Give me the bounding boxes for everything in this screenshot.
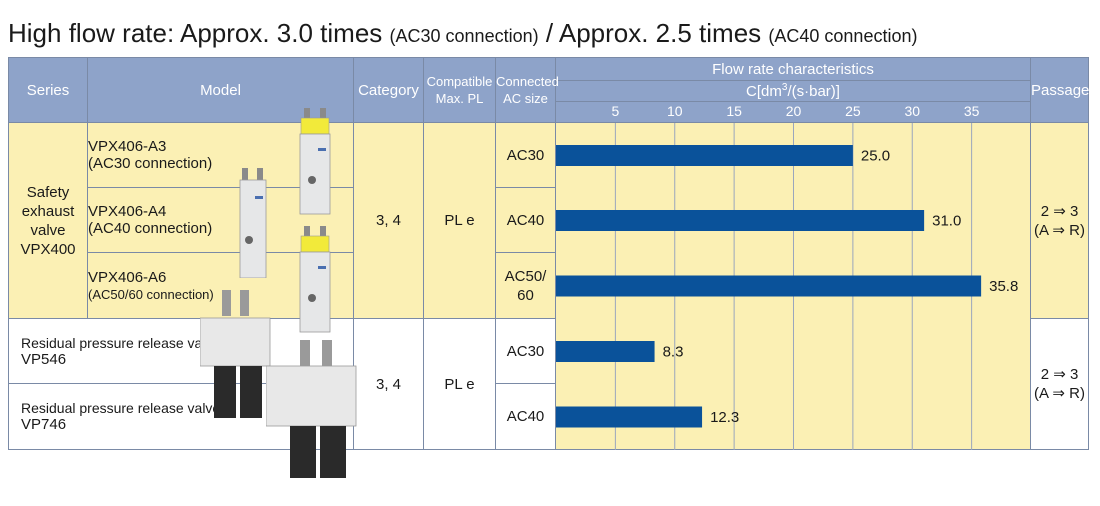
passage-vpx: 2 ⇒ 3(A ⇒ R) (1030, 122, 1089, 319)
data-label: 31.0 (932, 213, 961, 230)
model-vpx406-a4: VPX406-A4(AC40 connection) (87, 187, 354, 253)
ac-size-3: AC50/60 (495, 252, 556, 319)
x-tick-label: 35 (963, 103, 980, 119)
data-label: 35.8 (989, 278, 1018, 295)
x-tick-label: 10 (666, 103, 683, 119)
ac-size-1: AC30 (495, 122, 556, 188)
ac-size-4: AC30 (495, 318, 556, 384)
header-flow-unit: C[dm3/(s·bar)] (555, 80, 1031, 102)
x-tick-label: 15 (726, 103, 742, 119)
ac-size-2: AC40 (495, 187, 556, 253)
header-flow-rate: Flow rate characteristics (555, 57, 1031, 81)
bar-vpx406-a6 (556, 275, 982, 297)
x-tick-label: 20 (785, 103, 802, 119)
header-series: Series (8, 57, 88, 123)
x-tick-label: 5 (611, 103, 620, 119)
model-vpx406-a3: VPX406-A3(AC30 connection) (87, 122, 354, 188)
page-title: High flow rate: Approx. 3.0 times (AC30 … (8, 18, 918, 48)
header-model: Model (87, 57, 354, 123)
data-label: 8.3 (663, 344, 684, 361)
bar-vp746 (556, 406, 703, 428)
header-category: Category (353, 57, 424, 123)
x-axis-ticks: 5 10 15 20 25 30 35 (555, 101, 1031, 123)
ac-size-5: AC40 (495, 383, 556, 450)
flow-chart: 25.0 31.0 35.8 8.3 12.3 (555, 122, 1031, 450)
flow-rate-bar-chart: 25.0 31.0 35.8 8.3 12.3 (556, 123, 1018, 450)
x-tick-label: 30 (904, 103, 921, 119)
category-vp: 3, 4 (353, 318, 424, 450)
data-label: 25.0 (861, 148, 890, 165)
data-label: 12.3 (710, 409, 739, 426)
bar-vpx406-a3 (556, 145, 853, 166)
model-vpx406-a6: VPX406-A6(AC50/60 connection) (87, 252, 354, 319)
bar-vpx406-a4 (556, 210, 925, 231)
header-passage: Passage (1030, 57, 1089, 123)
bar-vp546 (556, 341, 655, 362)
category-vpx: 3, 4 (353, 122, 424, 319)
pl-vp: PL e (423, 318, 496, 450)
pl-vpx: PL e (423, 122, 496, 319)
x-tick-label: 25 (845, 103, 861, 119)
passage-vp: 2 ⇒ 3(A ⇒ R) (1030, 318, 1089, 450)
